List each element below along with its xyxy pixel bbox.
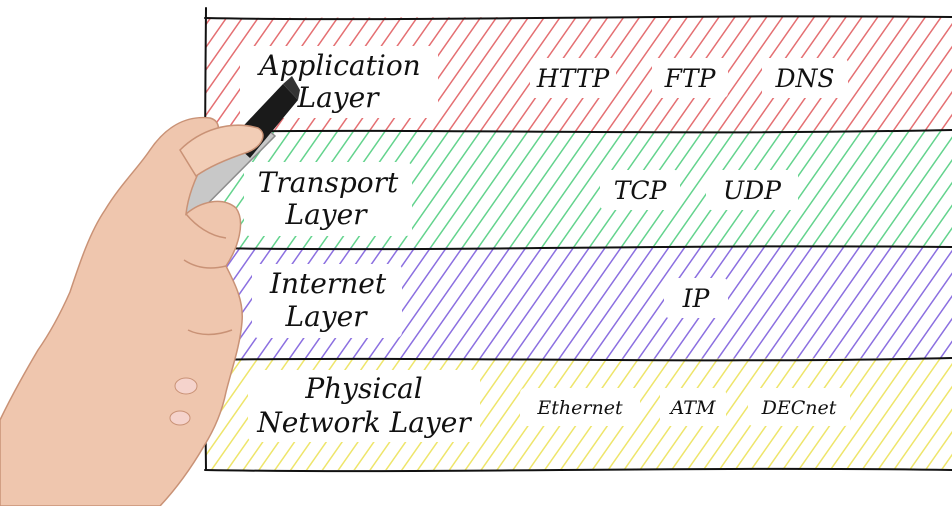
label-patches [240,46,850,442]
internet-layer-title: Internet [269,267,387,300]
protocol-udp: UDP [723,176,782,205]
fingernail [174,377,198,395]
fingernail [169,410,191,426]
application-layer-title: Application [256,49,420,82]
transport-layer-subtitle: Layer [284,198,368,231]
protocol-ftp: FTP [664,64,717,93]
hand-with-marker [0,76,300,506]
protocol-ip: IP [682,284,711,313]
internet-layer-subtitle: Layer [284,300,368,333]
protocol-http: HTTP [536,64,611,93]
protocol-dns: DNS [774,64,834,93]
divider-top [204,15,952,21]
protocol-atm: ATM [669,397,716,419]
divider-1 [204,129,952,134]
protocol-ethernet: Ethernet [536,397,623,419]
protocol-tcp: TCP [614,176,668,205]
hand [0,116,243,506]
physical-layer-title: Physical [304,372,422,405]
divider-bottom [204,467,952,473]
divider-2 [204,245,952,251]
divider-3 [204,357,952,362]
transport-layer-title: Transport [258,166,399,199]
physical-layer-subtitle: Network Layer [256,406,472,439]
application-layer-subtitle: Layer [296,81,380,114]
thumb [179,124,264,178]
protocol-decnet: DECnet [761,397,837,419]
